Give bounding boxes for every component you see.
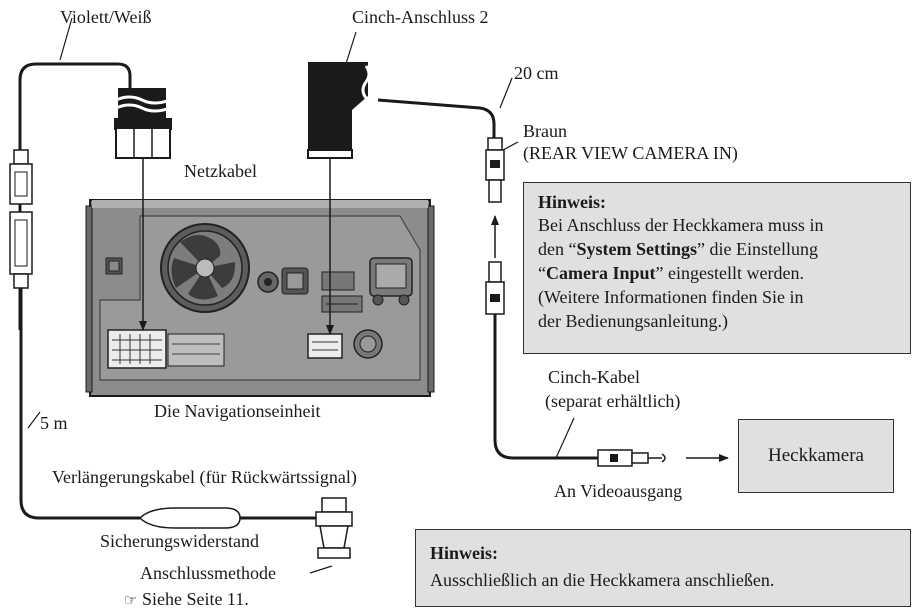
- fuse-resistor-label: Sicherungswiderstand: [100, 531, 259, 551]
- cable-length-20cm-label: 20 cm: [514, 63, 559, 83]
- cinch-cable-label: Cinch-Kabel: [548, 367, 640, 387]
- note-top-title: Hinweis:: [538, 192, 607, 212]
- brown-label: Braun: [523, 121, 567, 141]
- power-cable-connector: [18, 62, 172, 331]
- rear-camera-box: Heckkamera: [738, 419, 894, 493]
- note-top-line1: Bei Anschluss der Heckkamera muss in: [538, 215, 824, 235]
- nav-unit-label: Die Navigationseinheit: [154, 401, 321, 421]
- note-bottom-text: Ausschließlich an die Heckkamera anschli…: [430, 570, 775, 590]
- fan-icon: [160, 223, 250, 313]
- note-top-line3: “Camera Input” eingestellt werden.: [538, 263, 804, 283]
- navigation-unit: [85, 199, 435, 397]
- note-bottom-title: Hinweis:: [430, 543, 499, 563]
- note-top-line5: der Bedienungsanleitung.): [538, 311, 728, 331]
- rca-cable: [485, 261, 729, 467]
- note-camera-only: Hinweis: Ausschließlich an die Heckkamer…: [415, 529, 911, 607]
- violet-white-label: Violett/Weiß: [60, 7, 152, 27]
- connection-clip: [309, 497, 353, 574]
- rear-camera-label: Heckkamera: [768, 445, 864, 466]
- rear-view-camera-in-label: (REAR VIEW CAMERA IN): [523, 143, 738, 163]
- note-top-line2: den “System Settings” die Einstellung: [538, 239, 818, 259]
- brown-plug: [485, 137, 519, 203]
- note-camera-settings: Hinweis: Bei Anschluss der Heckkamera mu…: [523, 182, 911, 354]
- note-top-line4: (Weitere Informationen finden Sie in: [538, 287, 804, 307]
- pointing-hand-icon: ☞: [124, 591, 138, 609]
- extension-cable: [9, 17, 320, 529]
- cinch-port-2-label: Cinch-Anschluss 2: [352, 7, 489, 27]
- five-m-label: 5 m: [40, 413, 68, 433]
- connection-method-label: Anschlussmethode: [140, 563, 276, 583]
- extension-cable-label: Verlängerungskabel (für Rückwärtssignal): [52, 467, 357, 487]
- cinch-connector-2: [307, 31, 513, 335]
- sold-separately-label: (separat erhältlich): [545, 391, 681, 411]
- video-output-label: An Videoausgang: [554, 481, 683, 501]
- see-page-reference[interactable]: ☞ Siehe Seite 11.: [124, 588, 249, 611]
- power-cable-label: Netzkabel: [184, 161, 257, 181]
- see-page-text: Siehe Seite 11.: [141, 589, 249, 609]
